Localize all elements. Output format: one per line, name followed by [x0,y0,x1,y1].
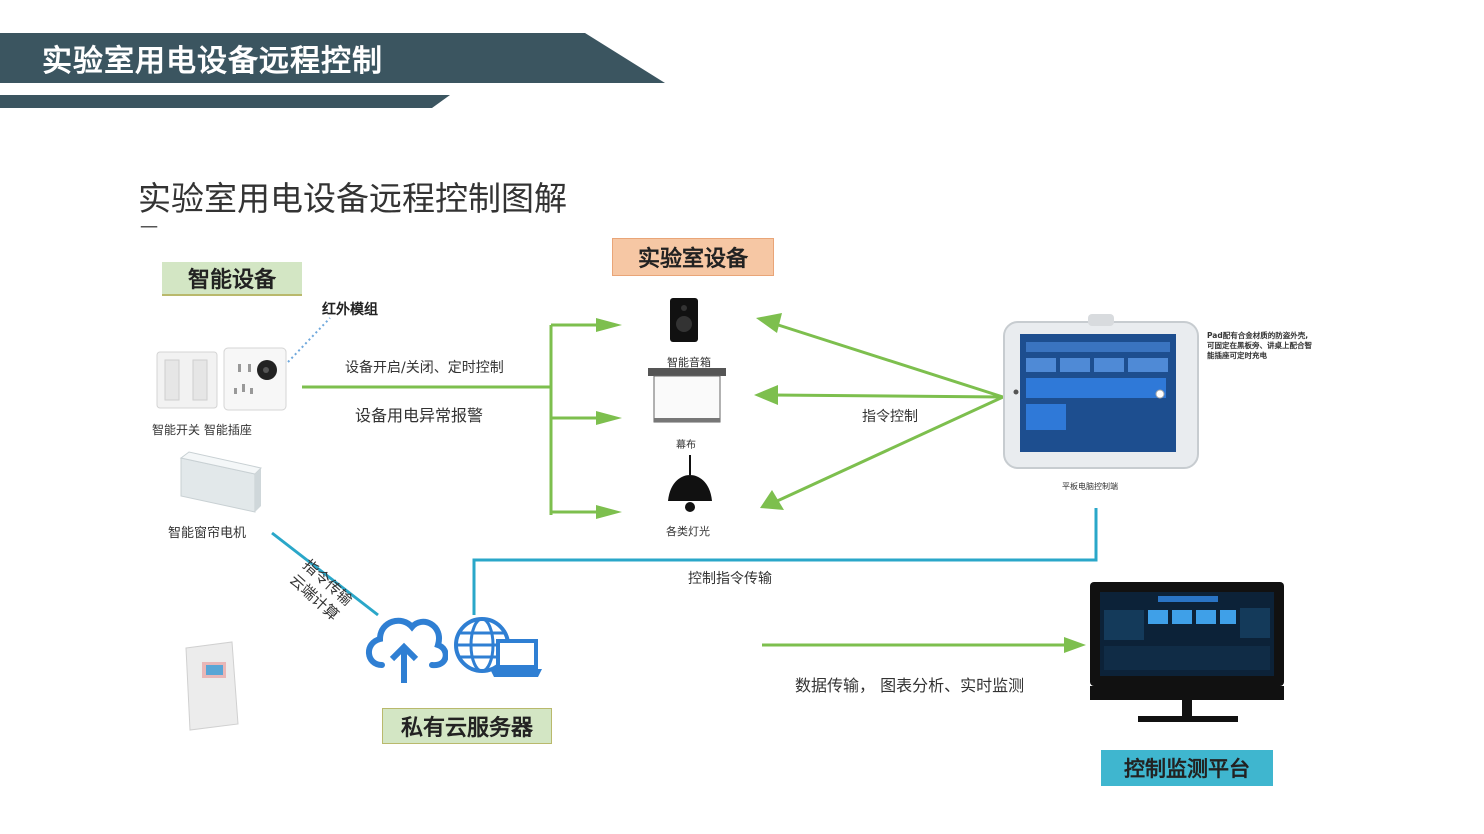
projector-screen-icon [648,368,726,423]
tablet-caption: 平板电脑控制端 [1062,482,1118,491]
edge-label-data-transfer: 数据传输， 图表分析、实时监测 [795,676,1025,695]
private-cloud-label: 私有云服务器 [382,708,552,744]
infrared-module-label: 红外模组 [322,302,378,318]
lab-devices-label: 实验室设备 [612,238,774,276]
edge-infrared-dotted [287,317,331,363]
tablet-note: Pad配有合金材质的防盗外壳, 可固定在黑板旁、讲桌上配合智 能插座可定时充电 [1207,331,1312,360]
edge-cloud-to-tablet [472,508,1098,615]
banner-main-shape [0,33,665,83]
curtain-motor-icon [179,451,262,513]
arrow-to-lights [596,505,622,519]
screen-caption: 幕布 [676,440,696,451]
smart-socket-icon [223,347,287,411]
wall-gateway-icon [185,641,239,731]
switch-socket-caption: 智能开关 智能插座 [152,423,252,437]
edge-tablet-to-screen [771,393,1004,399]
curtain-motor-caption: 智能窗帘电机 [168,526,247,541]
arrow-data-to-platform [1064,637,1086,653]
edge-tablet-to-speaker [771,321,1004,399]
monitor-platform-label: 控制监测平台 [1101,750,1273,786]
arrow-to-speaker [596,318,622,332]
diagram-title-stray-char: 一 [140,218,158,239]
edge-tablet-to-lights [774,395,1004,504]
smart-speaker-icon [670,298,698,342]
globe-laptop-icon [454,617,542,677]
edge-label-command: 指令控制 [862,409,918,425]
header-banner [0,33,665,108]
tablet-icon [1003,314,1199,469]
monitor-platform-icon [1090,582,1284,722]
banner-under-stripe [0,95,450,108]
lights-caption: 各类灯光 [666,525,710,538]
smart-devices-label: 智能设备 [162,262,302,296]
arrow-tablet-to-lights [760,490,784,510]
pendant-light-icon [668,455,712,512]
arrow-to-screen [596,411,622,425]
smart-switch-icon [156,351,218,409]
speaker-caption: 智能音箱 [667,356,711,369]
edge-curtain-to-cloud [271,531,379,617]
diagram-title: 实验室用电设备远程控制图解 [138,179,567,218]
edge-label-on-off: 设备开启/关闭、定时控制 [345,360,504,376]
edge-label-command-transfer: 控制指令传输 [688,571,772,587]
arrow-tablet-to-speaker [756,313,782,333]
arrow-tablet-to-screen [754,385,778,405]
edge-label-alarm: 设备用电异常报警 [355,406,484,425]
cloud-upload-icon [366,617,448,683]
banner-title: 实验室用电设备远程控制 [42,44,383,79]
